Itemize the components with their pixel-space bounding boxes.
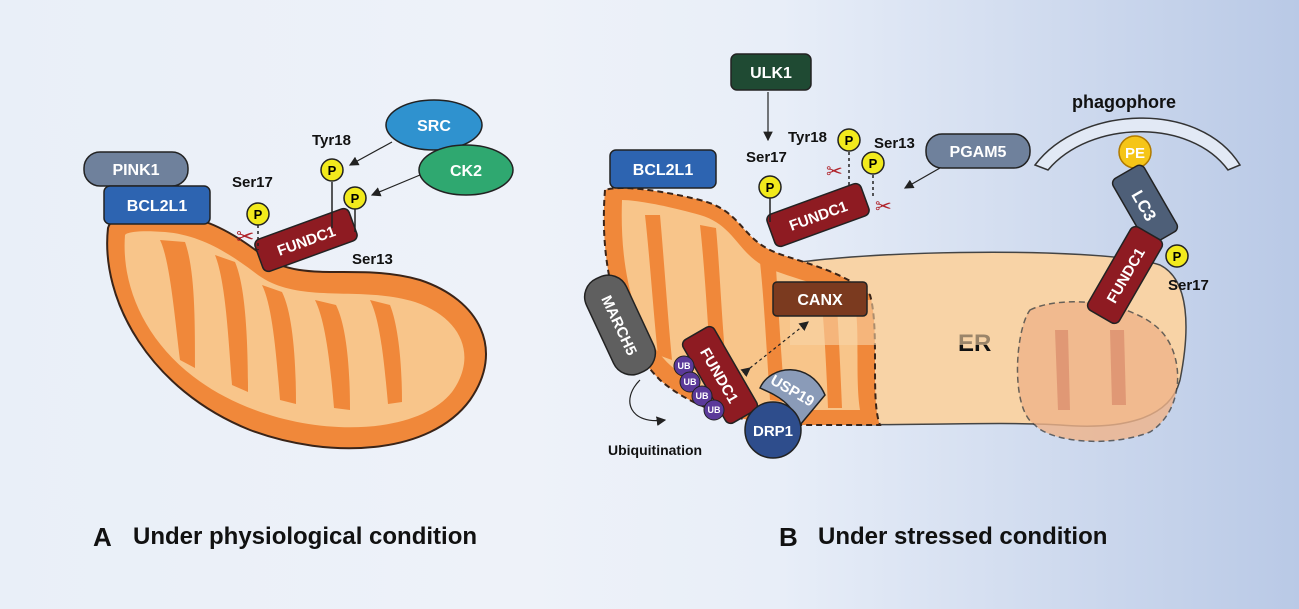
phagophore-label: phagophore xyxy=(1072,92,1176,112)
arrow-ubiquitination xyxy=(629,379,667,426)
svg-text:UB: UB xyxy=(684,377,697,387)
ubiquitination-label: Ubiquitination xyxy=(608,442,702,458)
svg-text:P: P xyxy=(869,156,878,171)
phospho-ser13-a: P xyxy=(343,186,367,210)
scissors-icon: ✂ xyxy=(236,224,254,249)
svg-text:DRP1: DRP1 xyxy=(753,423,793,440)
svg-text:ULK1: ULK1 xyxy=(750,65,792,82)
pink1-label: PINK1 xyxy=(112,162,159,179)
panel-b-title: Under stressed condition xyxy=(818,523,1108,550)
pgam5-phosphatase: PGAM5 xyxy=(925,133,1031,169)
svg-text:CK2: CK2 xyxy=(450,163,482,180)
pink1-a: PINK1 xyxy=(83,151,189,187)
ser13-label-a: Ser13 xyxy=(352,251,393,268)
ubiquitin-chain: UB UB UB UB xyxy=(673,355,725,421)
bcl2l1-a: BCL2L1 xyxy=(103,185,211,225)
lc3-protein: LC3 xyxy=(1111,164,1179,246)
mitochondrion-a xyxy=(106,210,487,450)
svg-text:UB: UB xyxy=(708,405,721,415)
svg-text:PGAM5: PGAM5 xyxy=(950,144,1007,161)
svg-text:P: P xyxy=(766,180,775,195)
ser17-label-b: Ser17 xyxy=(746,149,787,166)
fundc1-top-b: FUNDC1 xyxy=(766,182,870,248)
panel-a-title: Under physiological condition xyxy=(133,523,478,550)
svg-text:P: P xyxy=(1173,249,1182,264)
svg-text:P: P xyxy=(351,191,360,206)
ulk1-kinase: ULK1 xyxy=(730,53,812,91)
tyr18-label-b: Tyr18 xyxy=(788,129,827,146)
scissors-icon-tyr18: ✂ xyxy=(826,161,843,183)
arrow-canx-interaction xyxy=(740,321,809,377)
svg-text:P: P xyxy=(328,163,337,178)
bcl2l1-b: BCL2L1 xyxy=(609,149,717,189)
mitochondrion-b-right xyxy=(1016,301,1179,443)
ck2-kinase: CK2 xyxy=(418,144,514,196)
svg-text:BCL2L1: BCL2L1 xyxy=(633,162,694,179)
phospho-tyr18-b: P xyxy=(837,128,861,152)
scissors-icon-ser13: ✂ xyxy=(875,196,892,218)
phospho-ser17-a: P xyxy=(246,202,270,226)
arrow-src xyxy=(348,141,393,166)
svg-text:UB: UB xyxy=(678,361,691,371)
tyr18-label-a: Tyr18 xyxy=(312,132,351,149)
panel-b-letter: B xyxy=(779,522,798,552)
ser17-label-right: Ser17 xyxy=(1168,277,1209,294)
canx-protein: CANX xyxy=(772,281,868,317)
panel-a-letter: A xyxy=(93,522,112,552)
svg-text:UB: UB xyxy=(696,391,709,401)
src-kinase: SRC xyxy=(385,99,483,151)
ser17-label-a: Ser17 xyxy=(232,174,273,191)
svg-text:SRC: SRC xyxy=(417,118,451,135)
svg-text:PE: PE xyxy=(1125,145,1145,162)
pe-lipid: PE xyxy=(1118,135,1152,169)
arrow-pgam5 xyxy=(903,167,941,189)
ser13-label-b: Ser13 xyxy=(874,135,915,152)
arrow-ck2 xyxy=(370,174,421,197)
phospho-ser17-right: P xyxy=(1165,244,1189,268)
svg-text:P: P xyxy=(254,207,263,222)
bcl2l1-label: BCL2L1 xyxy=(127,198,188,215)
phospho-ser17-b: P xyxy=(758,175,782,199)
fundc1-bottom-b: FUNDC1 xyxy=(681,325,759,425)
phospho-tyr18-a: P xyxy=(320,158,344,182)
phospho-ser13-b: P xyxy=(861,151,885,175)
svg-text:P: P xyxy=(845,133,854,148)
svg-text:CANX: CANX xyxy=(797,292,843,309)
phagophore-membrane xyxy=(1033,117,1242,171)
drp1-protein: DRP1 xyxy=(744,401,802,459)
